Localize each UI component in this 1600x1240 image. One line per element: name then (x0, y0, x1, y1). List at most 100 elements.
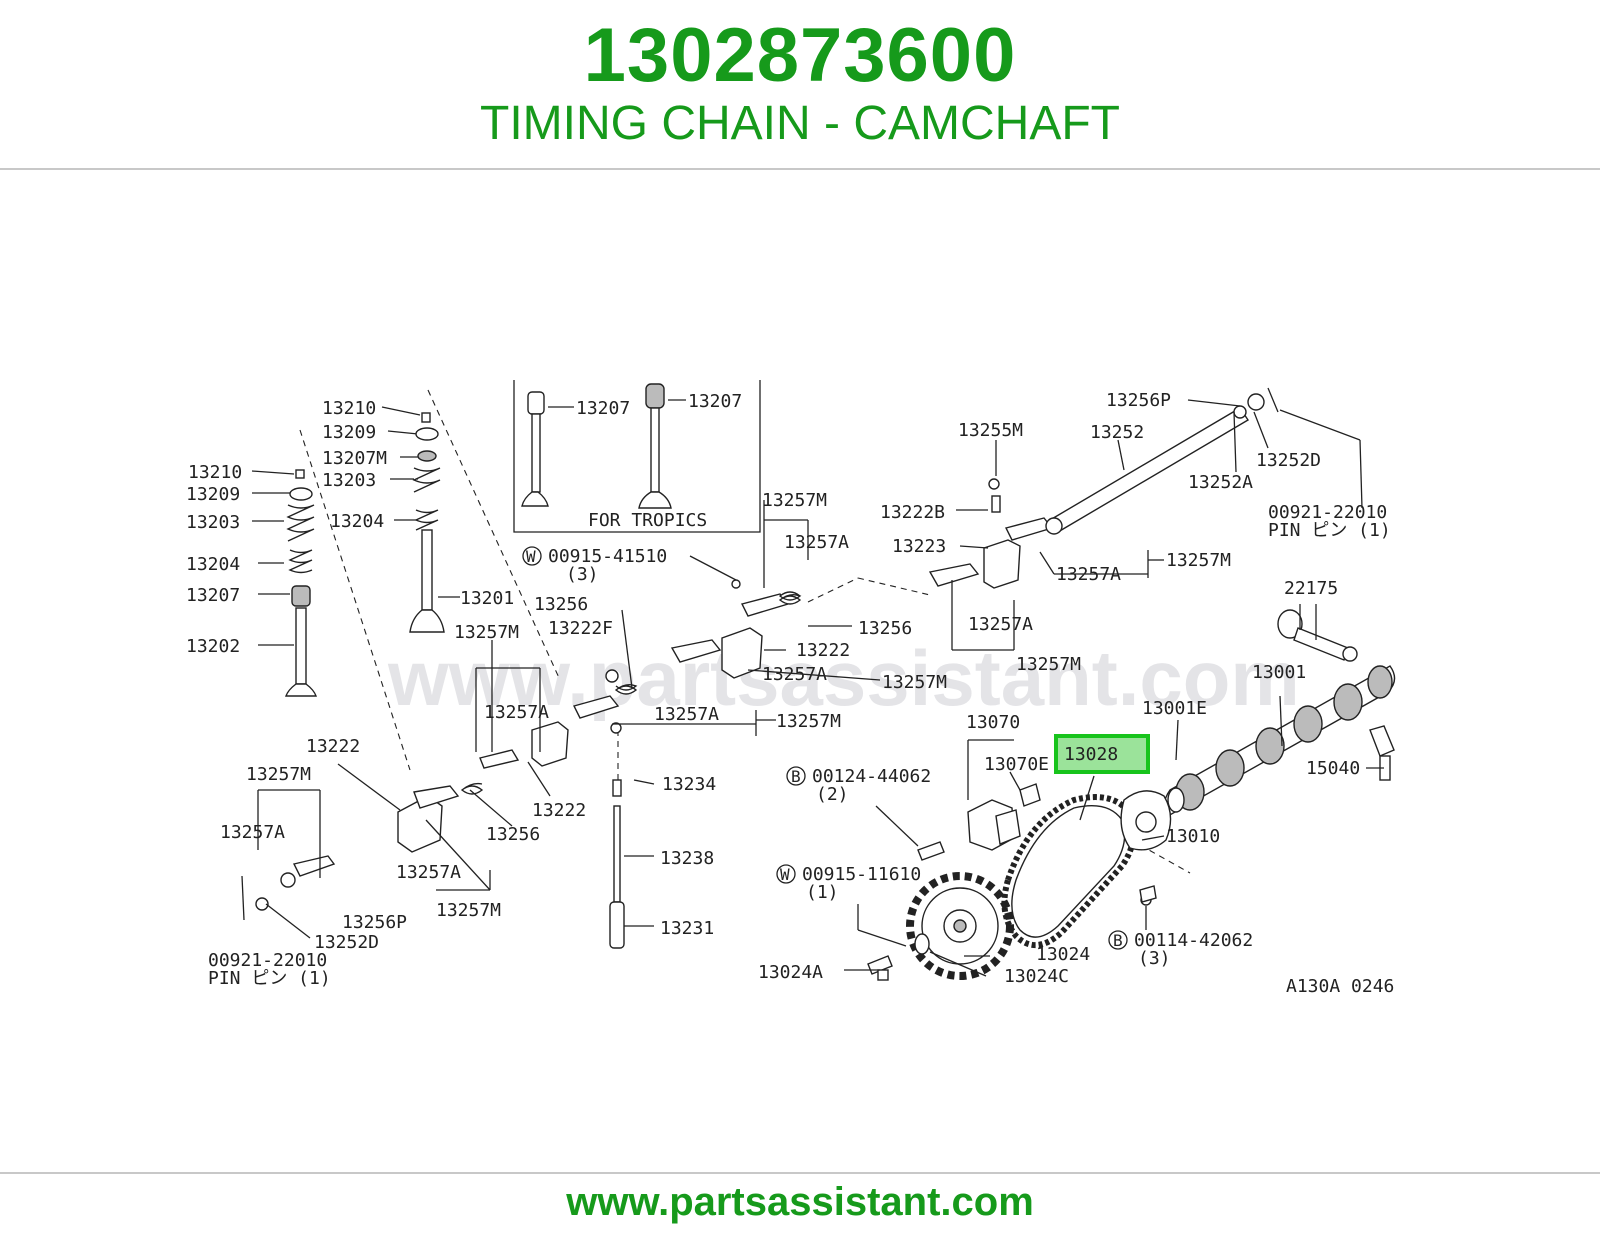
washer-mark: W (526, 547, 536, 566)
label-13222: 13222 (532, 800, 586, 821)
cam-sprocket (867, 872, 1014, 981)
footer-url[interactable]: www.partsassistant.com (566, 1180, 1034, 1224)
label-13257m: 13257M (1016, 654, 1081, 675)
label-13257m: 13257M (776, 711, 841, 732)
camshaft (1163, 665, 1396, 817)
rocker-shaft (1045, 387, 1363, 535)
label-qty-2: (2) (816, 784, 849, 805)
label-13257a: 13257A (1056, 564, 1121, 585)
label-13223: 13223 (892, 536, 946, 557)
label-13070e: 13070E (984, 754, 1049, 775)
label-13257a: 13257A (484, 702, 549, 723)
label-13252a: 13252A (1188, 472, 1253, 493)
label-15040: 15040 (1306, 758, 1360, 779)
bolt-mark: B (1113, 931, 1123, 950)
label-13256p: 13256P (342, 912, 407, 933)
label-13252d: 13252D (314, 932, 379, 953)
chain-tensioner (917, 783, 1041, 861)
timing-chain (1001, 794, 1137, 948)
label-13222: 13222 (306, 736, 360, 757)
label-13207m: 13207M (322, 448, 387, 469)
label-13010: 13010 (1166, 826, 1220, 847)
label-13204: 13204 (186, 554, 240, 575)
rocker-assembly-mid (479, 669, 638, 949)
diagram-code: A130A 0246 (1286, 976, 1394, 997)
label-13256: 13256 (858, 618, 912, 639)
label-13001e: 13001E (1142, 698, 1207, 719)
leader-lines (257, 439, 1384, 977)
header-divider (0, 168, 1600, 170)
rocker-assembly-right (928, 478, 1054, 589)
label-for-tropics: FOR TROPICS (588, 510, 707, 531)
rocker-assembly-center (670, 579, 802, 679)
label-13222b: 13222B (880, 502, 945, 523)
washer-mark: W (780, 865, 790, 884)
label-00124-44062: 00124-44062 (812, 766, 931, 787)
watermark: www.partsassistant.com (387, 634, 1300, 722)
footer-divider (0, 1172, 1600, 1174)
label-13222f: 13222F (548, 618, 613, 639)
label-qty-1: (1) (806, 882, 839, 903)
label-13256: 13256 (534, 594, 588, 615)
label-13202: 13202 (186, 636, 240, 657)
label-13257a: 13257A (654, 704, 719, 725)
part-labels: 13210 13209 13203 13204 13207 13202 1321… (186, 390, 1394, 997)
label-13257a: 13257A (968, 614, 1033, 635)
label-13209: 13209 (322, 422, 376, 443)
label-13252: 13252 (1090, 422, 1144, 443)
label-13203: 13203 (322, 470, 376, 491)
label-13257m: 13257M (1166, 550, 1231, 571)
part-number: 1302873600 (583, 13, 1017, 98)
label-13257m: 13257M (246, 764, 311, 785)
camshaft-plate (1120, 790, 1172, 930)
label-pin-code: 00921-22010 (208, 950, 327, 971)
highlighted-part[interactable]: 13028 (1054, 734, 1150, 774)
label-00915-41510: 00915-41510 (548, 546, 667, 567)
part-title: TIMING CHAIN - CAMCHAFT (480, 97, 1120, 150)
label-13257m: 13257M (436, 900, 501, 921)
label-13257m: 13257M (454, 622, 519, 643)
label-pin: PIN ピン (1) (208, 968, 331, 989)
label-13256p: 13256P (1106, 390, 1171, 411)
label-00114-42062: 00114-42062 (1134, 930, 1253, 951)
label-13257a: 13257A (220, 822, 285, 843)
label-13201: 13201 (460, 588, 514, 609)
label-13024a: 13024A (758, 962, 823, 983)
label-13234: 13234 (662, 774, 716, 795)
label-13207: 13207 (186, 585, 240, 606)
bolt-mark: B (791, 767, 801, 786)
label-13024: 13024 (1036, 944, 1090, 965)
label-13257m: 13257M (762, 490, 827, 511)
label-13204: 13204 (330, 511, 384, 532)
label-13001: 13001 (1252, 662, 1306, 683)
label-13257a: 13257A (762, 664, 827, 685)
label-qty-3: (3) (566, 564, 599, 585)
label-13257a: 13257A (396, 862, 461, 883)
label-13028[interactable]: 13028 (1064, 744, 1118, 765)
label-13070: 13070 (966, 712, 1020, 733)
header: 1302873600 TIMING CHAIN - CAMCHAFT (0, 0, 1600, 170)
label-00915-11610: 00915-11610 (802, 864, 921, 885)
label-13207: 13207 (688, 391, 742, 412)
valve-stack-center (381, 406, 460, 633)
label-13222: 13222 (796, 640, 850, 661)
for-tropics-inset (513, 380, 761, 533)
label-13203: 13203 (186, 512, 240, 533)
label-pin: PIN ピン (1) (1268, 520, 1391, 541)
valve-stack-left (251, 469, 317, 697)
label-qty-3: (3) (1138, 948, 1171, 969)
label-13252d: 13252D (1256, 450, 1321, 471)
label-13256: 13256 (486, 824, 540, 845)
label-13207: 13207 (576, 398, 630, 419)
label-22175: 22175 (1284, 578, 1338, 599)
label-13255m: 13255M (958, 420, 1023, 441)
label-13257a: 13257A (784, 532, 849, 553)
distributor-drive (1277, 604, 1358, 662)
label-13257m: 13257M (882, 672, 947, 693)
label-13238: 13238 (660, 848, 714, 869)
label-13024c: 13024C (1004, 966, 1069, 987)
label-pin-code: 00921-22010 (1268, 502, 1387, 523)
label-13210: 13210 (322, 398, 376, 419)
label-13209: 13209 (186, 484, 240, 505)
